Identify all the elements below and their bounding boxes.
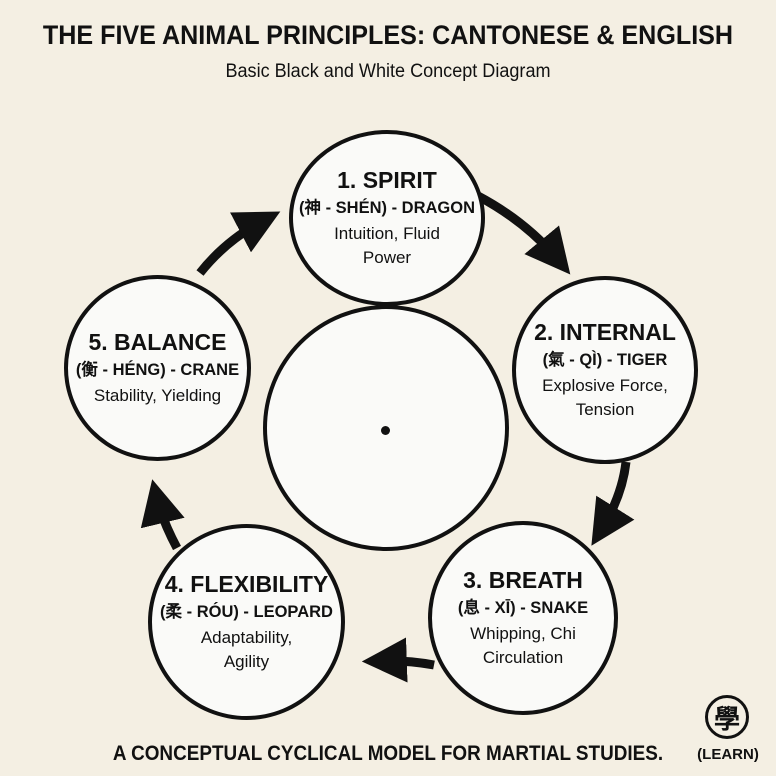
principle-description: Adaptability, Agility	[200, 628, 293, 671]
principle-title: 4. FLEXIBILITY	[164, 571, 329, 597]
principle-title: 3. BREATH	[463, 567, 583, 593]
principle-title: 2. INTERNAL	[534, 319, 676, 345]
center-dot	[381, 426, 390, 435]
principle-flexibility: 4. FLEXIBILITY (柔 - RÓU) - LEOPARD Adapt…	[148, 524, 345, 720]
principle-chinese: (柔 - RÓU) - LEOPARD	[160, 603, 333, 621]
principle-chinese: (衡 - HÉNG) - CRANE	[75, 361, 240, 379]
page-subtitle: Basic Black and White Concept Diagram	[225, 61, 551, 82]
principle-spirit: 1. SPIRIT (神 - SHÉN) - DRAGON Intuition,…	[289, 130, 485, 306]
seal-label: (LEARN)	[697, 746, 759, 763]
arrow-spirit-to-internal	[475, 192, 571, 275]
principle-description: Explosive Force, Tension	[542, 376, 668, 419]
principle-breath: 3. BREATH (息 - XĪ) - SNAKE Whipping, Chi…	[428, 521, 618, 715]
principle-description: Whipping, Chi Circulation	[470, 624, 576, 667]
principle-chinese: (息 - XĪ) - SNAKE	[457, 599, 589, 617]
principle-description: Stability, Yielding	[93, 386, 222, 405]
principle-title: 1. SPIRIT	[337, 167, 437, 193]
page-title: THE FIVE ANIMAL PRINCIPLES: CANTONESE & …	[42, 20, 734, 50]
principle-title: 5. BALANCE	[88, 329, 227, 355]
principle-balance: 5. BALANCE (衡 - HÉNG) - CRANE Stability,…	[64, 275, 251, 461]
arrow-breath-to-flexibility	[361, 637, 435, 683]
arrow-balance-to-spirit	[196, 211, 281, 276]
principle-chinese: (氣 - QÌ) - TIGER	[542, 351, 668, 369]
learn-seal-icon: 學	[705, 695, 749, 739]
footer-caption: A CONCEPTUAL CYCLICAL MODEL FOR MARTIAL …	[112, 742, 664, 765]
principle-chinese: (神 - SHÉN) - DRAGON	[299, 199, 475, 217]
principle-internal: 2. INTERNAL (氣 - QÌ) - TIGER Explosive F…	[512, 276, 698, 464]
principle-description: Intuition, Fluid Power	[334, 224, 440, 267]
arrow-internal-to-breath	[591, 461, 635, 546]
arrow-flexibility-to-balance	[140, 479, 185, 551]
